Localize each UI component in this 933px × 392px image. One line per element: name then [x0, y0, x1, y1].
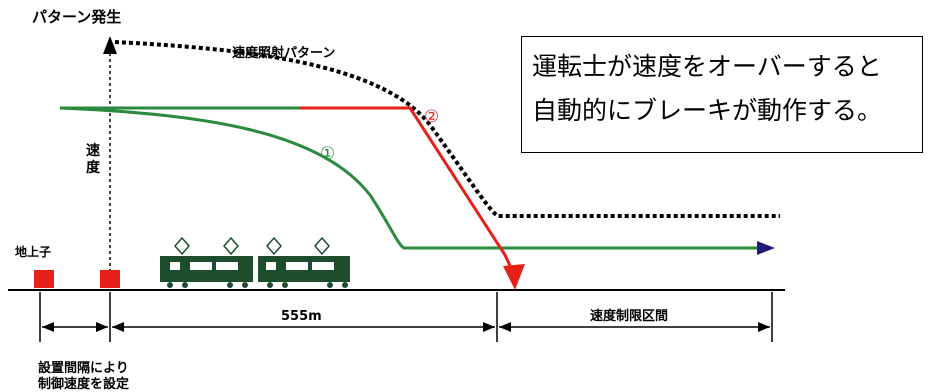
speed-axis-label-1: 速	[86, 142, 100, 159]
setting-note-line2: 制御速度を設定	[38, 376, 129, 392]
green-line-arrowhead	[757, 241, 775, 255]
speed-axis-label-2: 度	[86, 159, 101, 176]
speed-axis-arrowhead	[103, 36, 117, 54]
green-braking-curve	[59, 106, 760, 250]
red-line-arrowhead	[503, 264, 525, 290]
marker-2: ②	[424, 107, 439, 127]
tram-icon	[160, 236, 350, 288]
marker-1: ①	[320, 144, 335, 164]
ground-unit-label: 地上子	[15, 244, 51, 259]
ground-unit-2	[100, 270, 120, 288]
distance-label: 555m	[281, 309, 322, 324]
speed-pattern-label: 速度照射パターン	[232, 45, 335, 61]
note-line-2: 自動的にブレーキが動作する。	[532, 96, 883, 125]
ground-unit-1	[34, 270, 54, 288]
setting-note-line1: 設置間隔により	[38, 360, 129, 376]
speed-pattern-curve	[114, 40, 780, 218]
restricted-section-label: 速度制限区間	[590, 308, 668, 324]
explanation-note-box: 運転士が速度をオーバーすると 自動的にブレーキが動作する。	[521, 36, 923, 153]
red-overspeed-line	[300, 106, 514, 271]
dimension-lines	[39, 292, 773, 342]
note-line-1: 運転士が速度をオーバーすると	[532, 52, 882, 81]
diagram-title: パターン発生	[32, 8, 121, 26]
